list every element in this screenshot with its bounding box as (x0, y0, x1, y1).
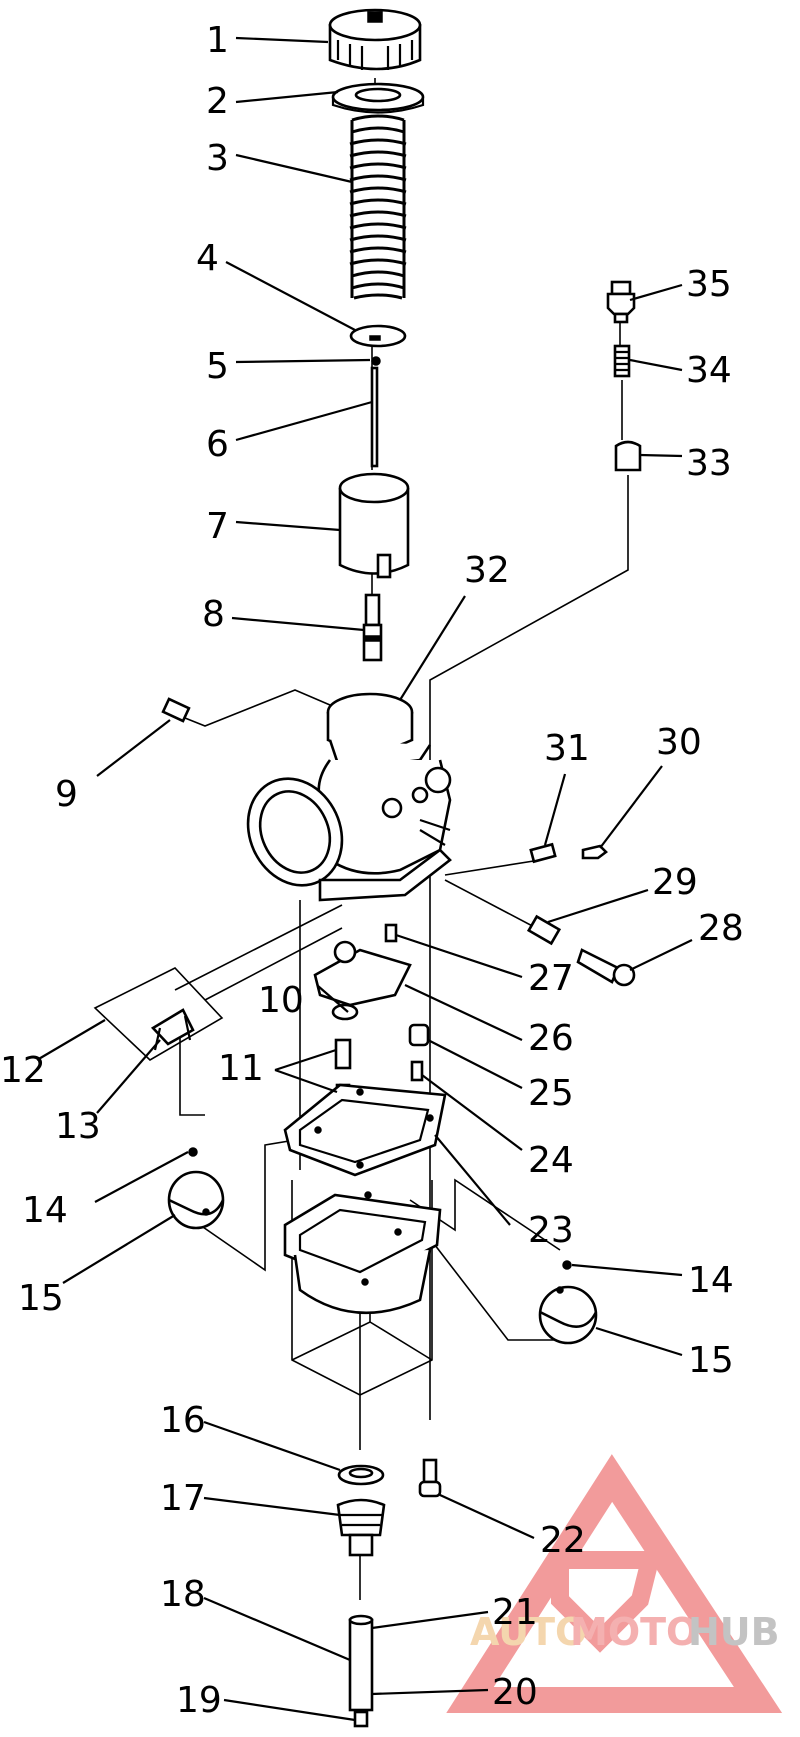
part-jet-holder (408, 1023, 430, 1047)
part-small-screw (384, 923, 398, 943)
label-25: 25 (528, 1073, 574, 1114)
label-6: 6 (206, 424, 229, 465)
label-35: 35 (686, 264, 732, 305)
part-idle-screw (576, 948, 636, 987)
automotohub-logo: AUTO MOTO HUB (446, 1454, 783, 1713)
part-retainer-plate (349, 324, 407, 348)
part-main-jet (410, 1060, 424, 1082)
label-30: 30 (656, 722, 702, 763)
part-float-right (538, 1260, 598, 1345)
label-7: 7 (206, 506, 229, 547)
part-drain-plug (336, 1498, 386, 1557)
label-16: 16 (160, 1400, 206, 1441)
label-33: 33 (686, 443, 732, 484)
part-fitting (606, 280, 636, 324)
label-31: 31 (544, 728, 590, 769)
logo-word-auto: AUTO (470, 1610, 587, 1654)
label-15-left: 15 (18, 1278, 64, 1319)
label-23: 23 (528, 1210, 574, 1251)
label-24: 24 (528, 1140, 574, 1181)
label-3: 3 (206, 138, 229, 179)
label-34: 34 (686, 350, 732, 391)
label-12: 12 (0, 1050, 46, 1091)
part-throttle-slide (338, 472, 410, 579)
label-5: 5 (206, 346, 229, 387)
label-4: 4 (196, 238, 219, 279)
label-22: 22 (540, 1520, 586, 1561)
part-float-arm (150, 1008, 195, 1051)
label-13: 13 (55, 1106, 101, 1147)
label-8: 8 (202, 594, 225, 635)
part-o-ring (337, 1464, 385, 1486)
label-28: 28 (698, 908, 744, 949)
part-washer (331, 82, 425, 114)
part-main-jet-tube (348, 1614, 374, 1712)
part-idle-spring (526, 914, 562, 946)
label-17: 17 (160, 1478, 206, 1519)
label-26: 26 (528, 1018, 574, 1059)
logo-word-hub: HUB (688, 1610, 780, 1654)
label-2: 2 (206, 81, 229, 122)
label-27: 27 (528, 958, 574, 999)
part-small-spring (613, 344, 631, 378)
label-11: 11 (218, 1048, 264, 1089)
label-1: 1 (206, 20, 229, 61)
part-carburetor-body (246, 692, 452, 902)
part-top-cap (328, 8, 422, 71)
logo-word-moto: MOTO (570, 1610, 698, 1654)
part-plunger (614, 440, 642, 472)
label-20: 20 (492, 1672, 538, 1713)
part-needle-jet (362, 593, 383, 662)
leader-lines (36, 36, 693, 1722)
label-10: 10 (258, 980, 304, 1021)
label-9: 9 (55, 774, 78, 815)
part-air-screw (161, 697, 191, 723)
part-float-bowl (283, 1191, 442, 1315)
part-labels: 1 2 3 4 5 6 7 8 9 10 11 12 13 14 15 14 1… (0, 20, 744, 1721)
label-15-right: 15 (688, 1340, 734, 1381)
part-jet-needle (370, 366, 379, 468)
part-bottom-jet (353, 1710, 369, 1728)
label-18: 18 (160, 1574, 206, 1615)
label-14-right: 14 (688, 1260, 734, 1301)
part-gasket (283, 1083, 447, 1177)
part-small-clip (581, 844, 608, 860)
part-float-left (167, 1147, 225, 1230)
part-e-clip (371, 356, 381, 366)
label-32: 32 (464, 550, 510, 591)
label-21: 21 (492, 1592, 538, 1633)
part-pilot-jet (529, 842, 557, 864)
label-19: 19 (176, 1680, 222, 1721)
label-14-left: 14 (22, 1190, 68, 1231)
part-float-valve-seat-plate (313, 940, 412, 1021)
part-spring (349, 114, 407, 300)
label-29: 29 (652, 862, 698, 903)
part-drain-screw (418, 1458, 442, 1498)
